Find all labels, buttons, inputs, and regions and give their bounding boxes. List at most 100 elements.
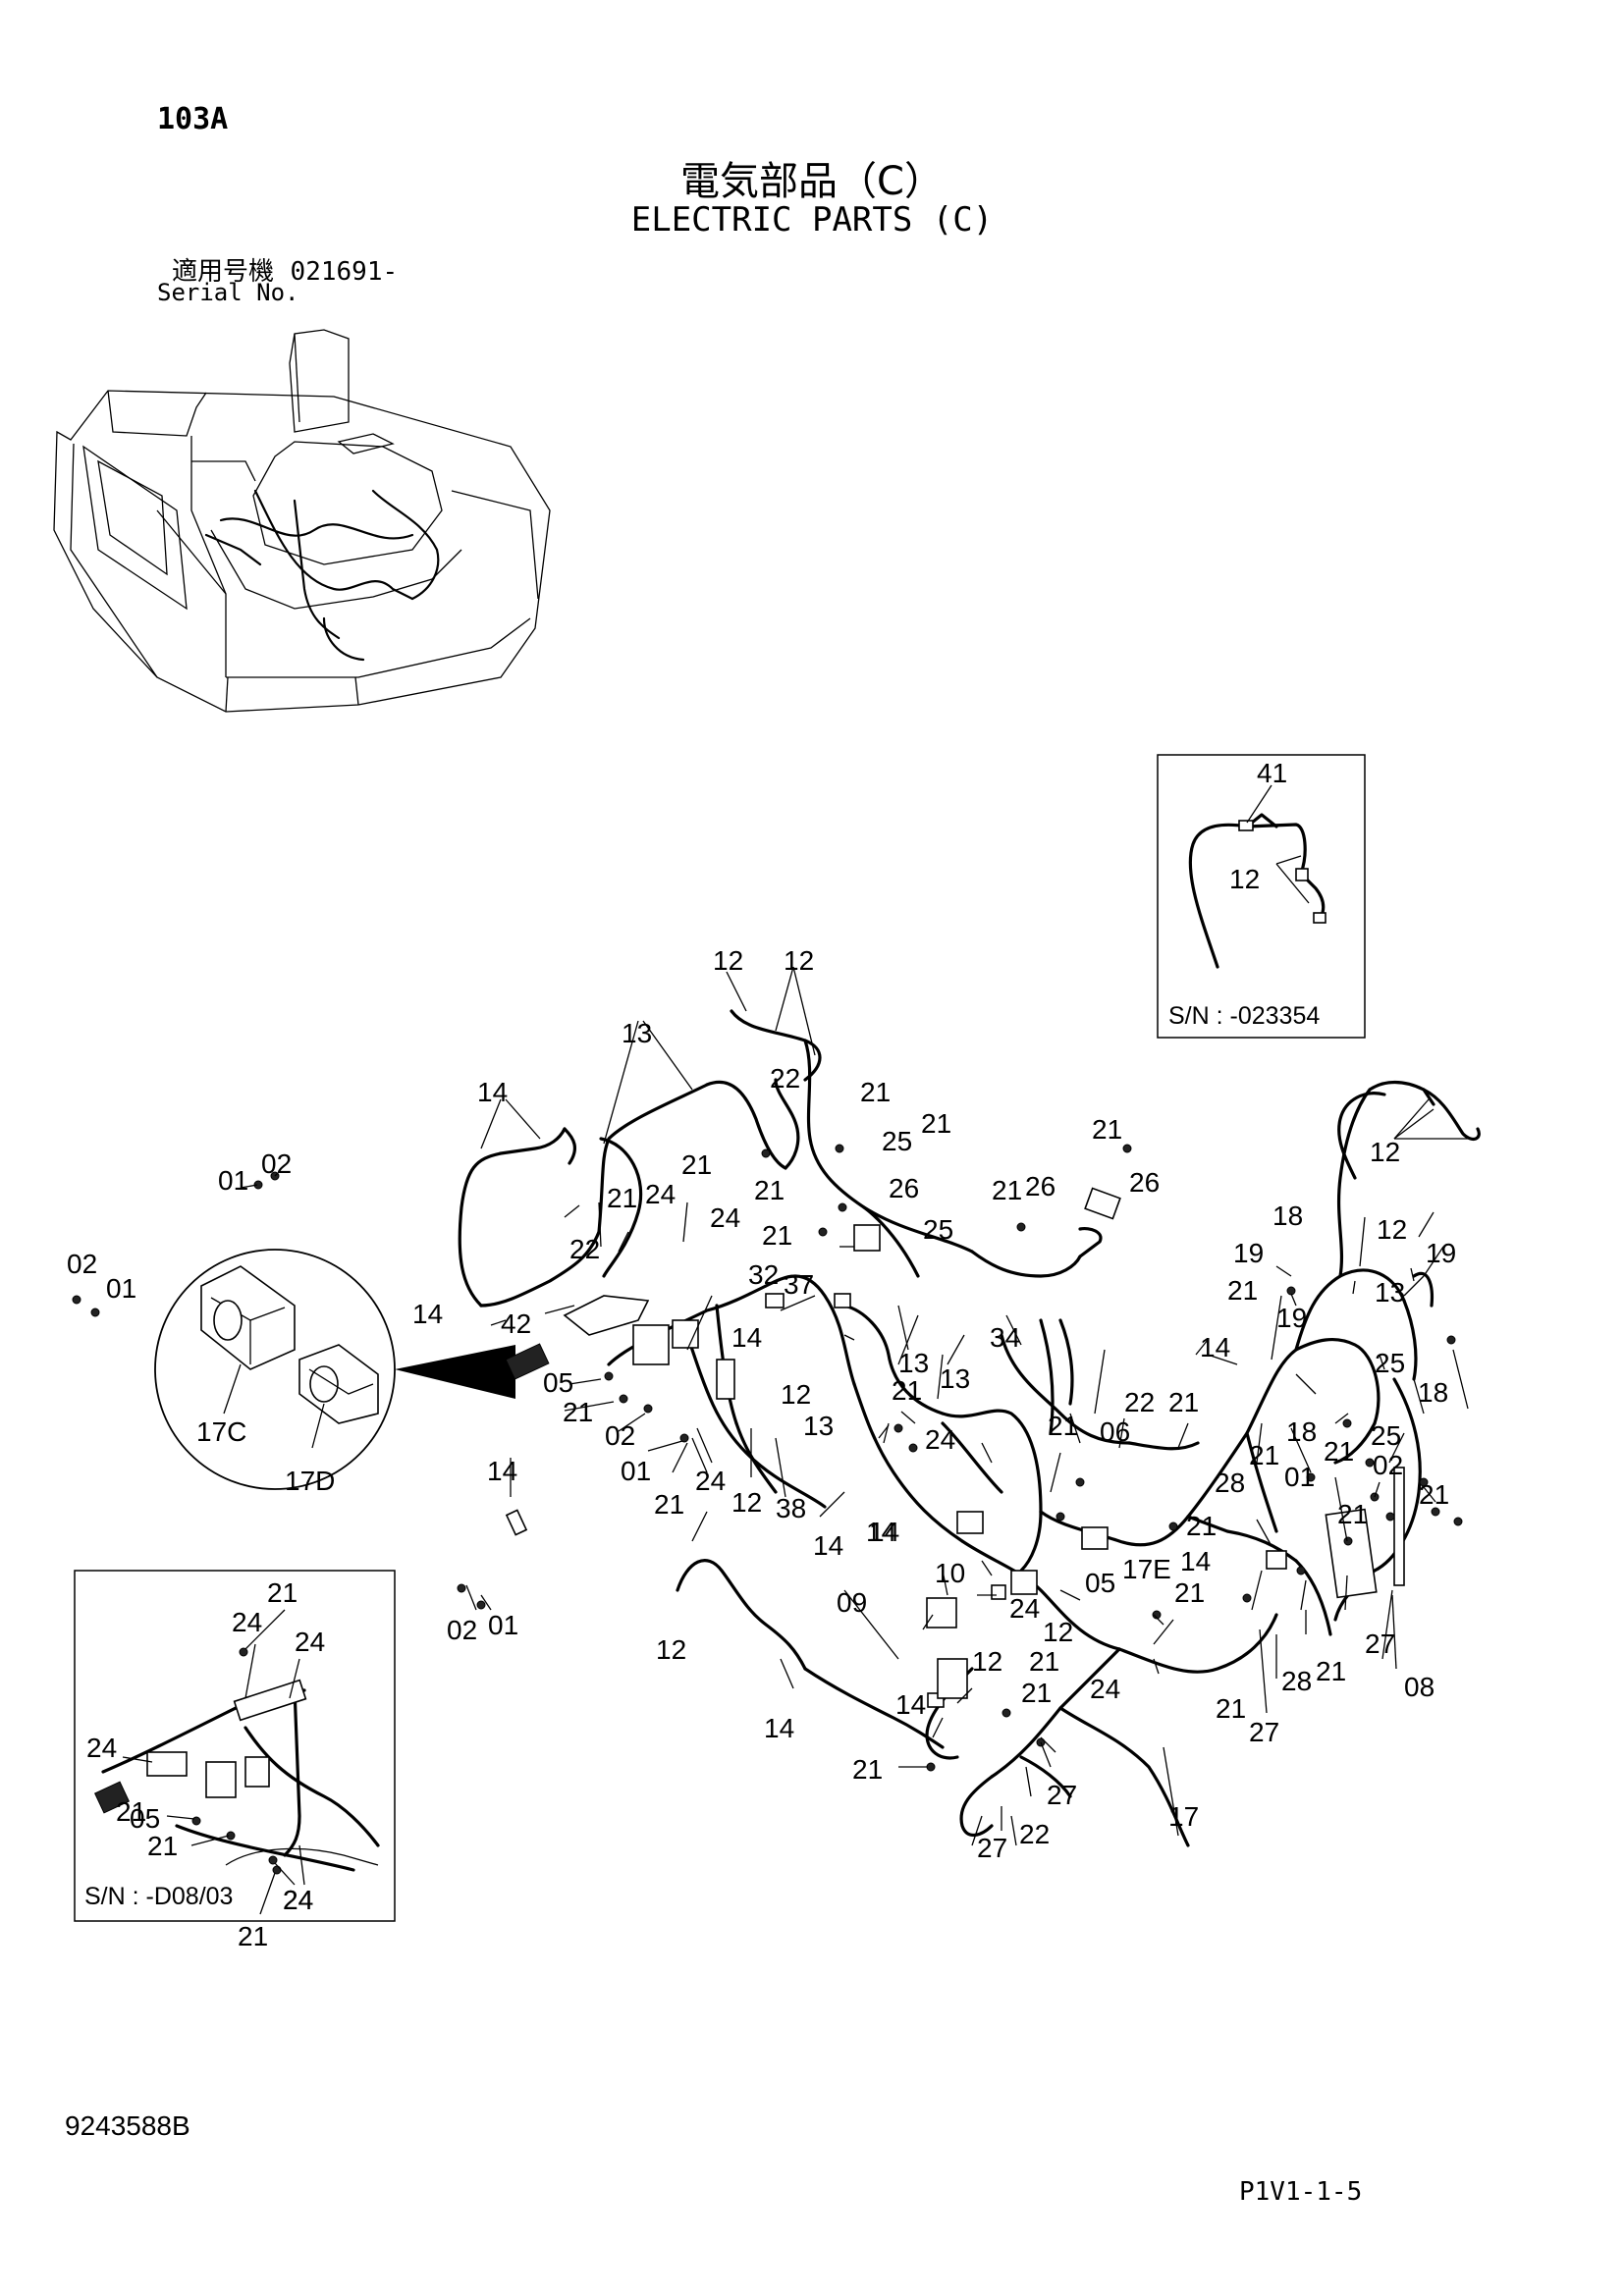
callout-24: 24 <box>232 1607 262 1637</box>
callout-21: 21 <box>1186 1511 1217 1541</box>
callout-27: 27 <box>1047 1780 1077 1810</box>
callout-12: 12 <box>713 945 743 976</box>
callout-14: 14 <box>1180 1546 1211 1576</box>
inset-bottom-left-frame <box>74 1570 396 1922</box>
callout-19: 19 <box>1276 1303 1307 1333</box>
connector <box>632 1324 670 1365</box>
callout-02: 02 <box>1373 1450 1403 1480</box>
serial-value: 021691- <box>290 257 399 287</box>
callout-21: 21 <box>563 1397 593 1427</box>
callout-12: 12 <box>1370 1137 1400 1167</box>
callout-21: 21 <box>1324 1436 1354 1467</box>
callout-21: 21 <box>1029 1646 1059 1677</box>
inset-serial: S/N : -023354 <box>1168 1002 1320 1030</box>
connector <box>991 1584 1006 1600</box>
connector <box>853 1224 881 1252</box>
callout-01: 01 <box>488 1610 518 1640</box>
callout-18: 18 <box>1418 1377 1448 1408</box>
callout-06: 06 <box>1100 1416 1130 1447</box>
callout-14: 14 <box>412 1299 443 1329</box>
callout-13: 13 <box>803 1411 834 1441</box>
callout-05: 05 <box>1085 1568 1115 1598</box>
callout-21: 21 <box>860 1077 891 1107</box>
callout-26: 26 <box>889 1173 919 1203</box>
callout-14: 14 <box>895 1689 926 1720</box>
callout-01: 01 <box>218 1165 248 1196</box>
callout-21: 21 <box>1249 1440 1279 1470</box>
callout-21: 21 <box>1021 1678 1052 1708</box>
inset-serial: S/N : -D08/03 <box>84 1883 233 1910</box>
connector <box>1393 1467 1405 1586</box>
callout-21: 21 <box>681 1149 712 1180</box>
callout-22: 22 <box>770 1063 800 1094</box>
callout-21: 21 <box>1092 1114 1122 1145</box>
callout-19: 19 <box>1233 1238 1264 1268</box>
connector <box>926 1597 957 1629</box>
connector <box>956 1511 984 1534</box>
callout-22: 22 <box>1124 1387 1155 1417</box>
callout-14: 14 <box>866 1517 896 1547</box>
callout-24: 24 <box>295 1627 325 1657</box>
connector <box>563 1295 650 1336</box>
callout-12: 12 <box>1377 1214 1407 1245</box>
callout-02: 02 <box>67 1249 97 1279</box>
callout-21: 21 <box>921 1108 951 1139</box>
callout-27: 27 <box>1249 1717 1279 1747</box>
callout-12: 12 <box>1229 864 1260 894</box>
callout-21: 21 <box>1337 1499 1368 1529</box>
callout-21: 21 <box>1174 1577 1205 1608</box>
callout-25: 25 <box>1371 1420 1401 1451</box>
callout-12: 12 <box>972 1646 1002 1677</box>
callout-21: 21 <box>1048 1411 1078 1441</box>
callout-18: 18 <box>1286 1416 1317 1447</box>
callout-09: 09 <box>837 1587 867 1618</box>
callout-14: 14 <box>487 1456 517 1486</box>
callout-21: 21 <box>852 1754 883 1785</box>
callout-08: 08 <box>1404 1672 1435 1702</box>
callout-24: 24 <box>645 1179 676 1209</box>
callout-14: 14 <box>869 1517 899 1547</box>
callout-21: 21 <box>1168 1387 1199 1417</box>
callout-21: 21 <box>654 1489 684 1520</box>
callout-21: 21 <box>892 1375 922 1406</box>
callout-28: 28 <box>1281 1666 1312 1696</box>
callout-32: 32 <box>748 1259 779 1290</box>
callout-24: 24 <box>925 1424 955 1455</box>
callout-02: 02 <box>447 1615 477 1645</box>
connector <box>834 1293 851 1308</box>
callout-02: 02 <box>261 1148 292 1179</box>
connector <box>505 1343 550 1380</box>
callouts-main: 12 12 13 14 22 21 25 21 21 21 26 26 21 2… <box>67 945 1456 1863</box>
callout-12: 12 <box>656 1634 686 1665</box>
callout-13: 13 <box>898 1348 929 1378</box>
serial-label-jp: 適用号機 <box>172 257 275 287</box>
title-english: ELECTRIC PARTS (C) <box>630 200 994 240</box>
callout-05: 05 <box>130 1803 160 1834</box>
callout-13: 13 <box>940 1363 970 1394</box>
callout-21: 21 <box>147 1831 178 1861</box>
callout-34: 34 <box>990 1322 1020 1353</box>
callout-17: 17 <box>1168 1801 1199 1832</box>
connector <box>1010 1570 1038 1595</box>
zoom-circle-17C-17D: 17C 17D <box>154 1249 515 1496</box>
callout-24: 24 <box>283 1885 313 1915</box>
callout-14: 14 <box>813 1530 843 1561</box>
callout-24: 24 <box>86 1733 117 1763</box>
callout-38: 38 <box>776 1493 806 1523</box>
callout-18: 18 <box>1272 1201 1303 1231</box>
callout-19: 19 <box>1426 1238 1456 1268</box>
callout-21: 21 <box>762 1220 792 1251</box>
leader-lines <box>240 966 1473 1846</box>
callout-14: 14 <box>477 1077 508 1107</box>
callout-26: 26 <box>1025 1171 1056 1201</box>
callout-37: 37 <box>784 1269 814 1300</box>
callout-13: 13 <box>622 1018 652 1048</box>
callout-24: 24 <box>695 1466 726 1496</box>
connector <box>1084 1187 1121 1220</box>
callout-17D: 17D <box>285 1466 335 1496</box>
inset-top-right-frame <box>1157 754 1366 1039</box>
callout-21: 21 <box>1316 1656 1346 1686</box>
connector <box>1266 1550 1287 1570</box>
callout-01: 01 <box>106 1273 136 1304</box>
